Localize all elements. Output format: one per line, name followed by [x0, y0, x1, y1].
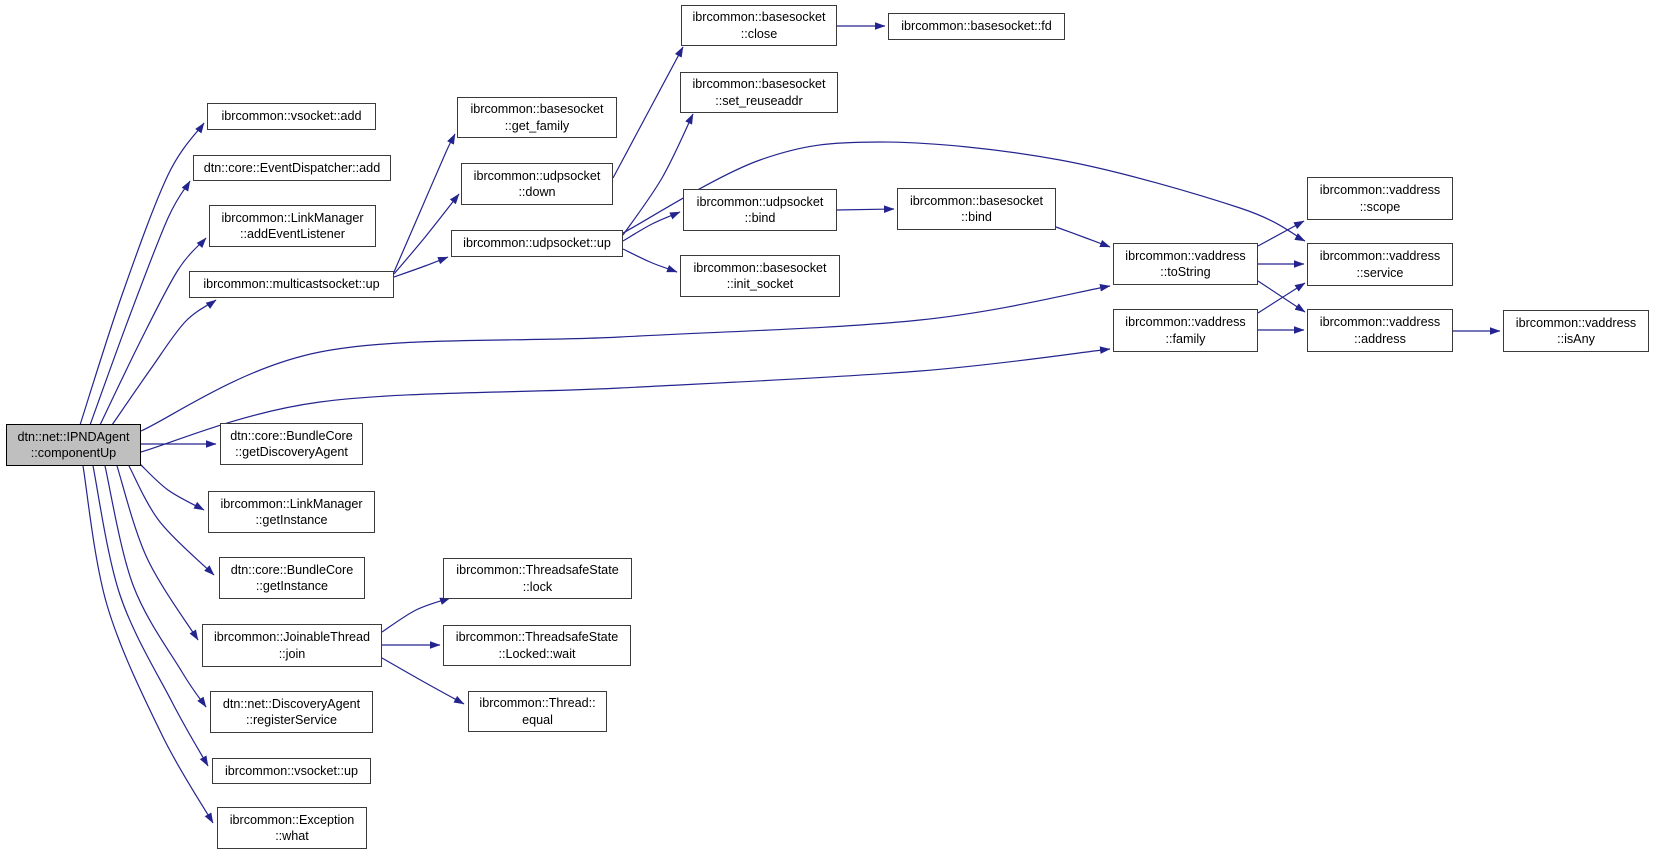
graph-node-thread-equal[interactable]: ibrcommon::Thread:: equal [468, 691, 607, 732]
edge-componentUp-to-linkmanager-getinstance [138, 462, 205, 511]
edge-componentUp-to-linkmanager-addeventlistener [99, 237, 207, 426]
edge-componentUp-to-joinablethread-join [116, 465, 199, 641]
edge-componentUp-to-eventdispatcher-add [89, 180, 191, 426]
graph-node-multicastsocket-up[interactable]: ibrcommon::multicastsocket::up [189, 271, 394, 298]
graph-node-componentUp: dtn::net::IPNDAgent ::componentUp [6, 424, 141, 466]
edge-udpsocket-up-to-vaddress-service [622, 141, 1306, 242]
edge-multicastsocket-up-to-basesocket-getfamily [393, 133, 456, 273]
graph-node-udpsocket-bind[interactable]: ibrcommon::udpsocket ::bind [683, 189, 837, 231]
edge-udpsocket-up-to-basesocket-initsocket [622, 248, 678, 273]
graph-node-basesocket-fd[interactable]: ibrcommon::basesocket::fd [888, 13, 1065, 40]
edge-udpsocket-bind-to-basesocket-bind [836, 205, 895, 213]
edge-udpsocket-down-to-basesocket-close [612, 46, 684, 179]
edge-vaddress-tostring-to-vaddress-scope [1257, 220, 1305, 247]
graph-node-vaddress-scope[interactable]: ibrcommon::vaddress ::scope [1307, 177, 1453, 220]
graph-node-vaddress-service[interactable]: ibrcommon::vaddress ::service [1307, 243, 1453, 286]
graph-node-basesocket-bind[interactable]: ibrcommon::basesocket ::bind [897, 188, 1056, 230]
graph-node-basesocket-close[interactable]: ibrcommon::basesocket ::close [681, 5, 837, 46]
edge-vaddress-tostring-to-vaddress-address [1257, 280, 1306, 313]
edge-componentUp-to-vaddress-tostring [140, 284, 1111, 432]
edge-componentUp-to-vaddress-family [140, 346, 1111, 453]
graph-node-vaddress-address[interactable]: ibrcommon::vaddress ::address [1307, 309, 1453, 352]
edge-udpsocket-up-to-udpsocket-bind [622, 211, 681, 242]
edge-multicastsocket-up-to-udpsocket-down [393, 193, 460, 275]
graph-node-basesocket-initsocket[interactable]: ibrcommon::basesocket ::init_socket [680, 255, 840, 297]
graph-node-linkmanager-addeventlistener[interactable]: ibrcommon::LinkManager ::addEventListene… [209, 205, 376, 247]
graph-node-bundlecore-getdiscoveryagent[interactable]: dtn::core::BundleCore ::getDiscoveryAgen… [220, 423, 363, 465]
edge-udpsocket-up-to-basesocket-setreuseaddr [622, 113, 694, 236]
graph-node-exception-what[interactable]: ibrcommon::Exception ::what [217, 807, 367, 849]
edge-joinablethread-join-to-thread-equal [381, 657, 465, 705]
edge-basesocket-bind-to-vaddress-tostring [1055, 226, 1111, 248]
edge-componentUp-to-discoveryagent-registerservice [104, 465, 207, 708]
edge-vaddress-family-to-vaddress-service [1257, 282, 1306, 314]
graph-node-vaddress-family[interactable]: ibrcommon::vaddress ::family [1113, 309, 1258, 352]
graph-node-vsocket-add[interactable]: ibrcommon::vsocket::add [207, 103, 376, 130]
edge-componentUp-to-multicastsocket-up [111, 299, 217, 426]
edge-componentUp-to-bundlecore-getinstance [128, 465, 215, 576]
graph-node-vaddress-tostring[interactable]: ibrcommon::vaddress ::toString [1113, 243, 1258, 285]
edge-componentUp-to-vsocket-add [79, 122, 205, 426]
edge-joinablethread-join-to-threadsafestate-lock [381, 597, 451, 633]
graph-node-linkmanager-getinstance[interactable]: ibrcommon::LinkManager ::getInstance [208, 491, 375, 533]
graph-node-basesocket-setreuseaddr[interactable]: ibrcommon::basesocket ::set_reuseaddr [680, 72, 838, 113]
graph-node-bundlecore-getinstance[interactable]: dtn::core::BundleCore ::getInstance [219, 557, 365, 599]
graph-node-vaddress-isany[interactable]: ibrcommon::vaddress ::isAny [1503, 310, 1649, 352]
graph-node-udpsocket-up[interactable]: ibrcommon::udpsocket::up [451, 230, 623, 257]
graph-node-discoveryagent-registerservice[interactable]: dtn::net::DiscoveryAgent ::registerServi… [210, 691, 373, 733]
graph-node-eventdispatcher-add[interactable]: dtn::core::EventDispatcher::add [193, 155, 391, 181]
edge-multicastsocket-up-to-udpsocket-up [393, 256, 449, 278]
edge-componentUp-to-exception-what [82, 465, 214, 824]
graph-node-threadsafestate-locked-wait[interactable]: ibrcommon::ThreadsafeState ::Locked::wai… [443, 625, 631, 666]
graph-node-threadsafestate-lock[interactable]: ibrcommon::ThreadsafeState ::lock [443, 558, 632, 599]
graph-node-basesocket-getfamily[interactable]: ibrcommon::basesocket ::get_family [457, 97, 617, 138]
edge-componentUp-to-vsocket-up [92, 465, 209, 767]
graph-node-udpsocket-down[interactable]: ibrcommon::udpsocket ::down [461, 163, 613, 205]
graph-node-joinablethread-join[interactable]: ibrcommon::JoinableThread ::join [202, 624, 382, 667]
graph-node-vsocket-up[interactable]: ibrcommon::vsocket::up [212, 758, 371, 784]
